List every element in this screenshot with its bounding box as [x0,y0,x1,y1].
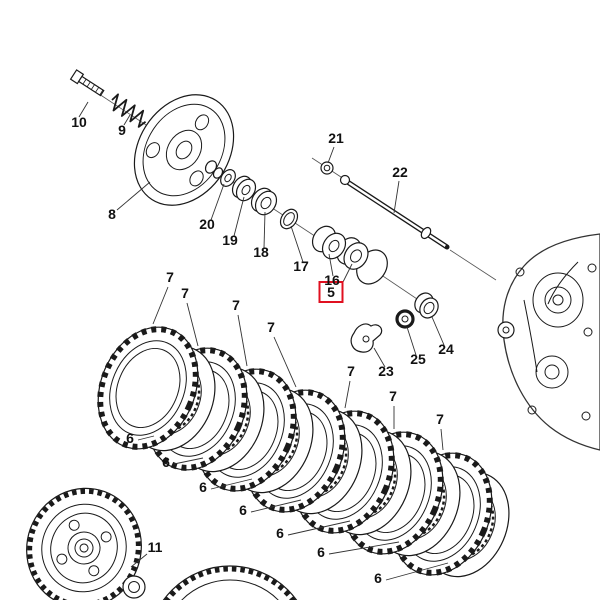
callout-labels: 10 9 8 20 19 18 17 16 21 22 5 23 25 24 1… [71,114,454,586]
selected-part-highlight-box [318,281,344,303]
part-push-plate [336,237,388,285]
callout-6[interactable]: 6 [317,544,325,560]
part-spacer-nut [311,225,347,260]
callout-7[interactable]: 7 [436,411,444,427]
part-seal-ring [395,309,415,329]
leader-lines [78,101,449,581]
part-pressure-plate [133,94,235,206]
callout-18[interactable]: 18 [253,244,269,260]
callout-7[interactable]: 7 [347,363,355,379]
callout-6[interactable]: 6 [199,479,207,495]
part-oring [320,161,334,175]
callout-6[interactable]: 6 [276,525,284,541]
part-washer [279,208,299,230]
callout-17[interactable]: 17 [293,258,309,274]
callout-16[interactable]: 16 [324,272,340,288]
part-clutch-boss [26,487,146,600]
callout-7[interactable]: 7 [389,388,397,404]
callout-7[interactable]: 7 [232,297,240,313]
part-push-rod [339,174,450,250]
callout-21[interactable]: 21 [328,130,344,146]
part-spring [111,93,147,128]
callout-7[interactable]: 7 [181,285,189,301]
callout-19[interactable]: 19 [222,232,238,248]
callout-11[interactable]: 11 [148,539,163,555]
part-spring-seat [231,175,257,202]
callout-6[interactable]: 6 [126,430,134,446]
callout-6[interactable]: 6 [374,570,382,586]
crankcase-casting [497,233,600,451]
callout-9[interactable]: 9 [118,122,126,138]
callout-5-selected[interactable]: 5 [327,284,335,300]
callout-6[interactable]: 6 [239,502,247,518]
primary-gear-partial [162,565,298,600]
part-bolt [69,69,105,97]
callout-8[interactable]: 8 [108,206,116,222]
callout-7[interactable]: 7 [166,269,174,285]
part-bearing-right [414,292,439,319]
callout-22[interactable]: 22 [392,164,408,180]
callout-24[interactable]: 24 [438,341,454,357]
callout-25[interactable]: 25 [410,351,426,367]
callout-10[interactable]: 10 [71,114,87,130]
part-bearing [250,187,278,216]
part-washer-small [220,169,236,187]
callout-23[interactable]: 23 [378,363,394,379]
callout-20[interactable]: 20 [199,216,215,232]
part-release-piece [350,323,383,353]
callout-6[interactable]: 6 [162,454,170,470]
callout-7[interactable]: 7 [267,319,275,335]
